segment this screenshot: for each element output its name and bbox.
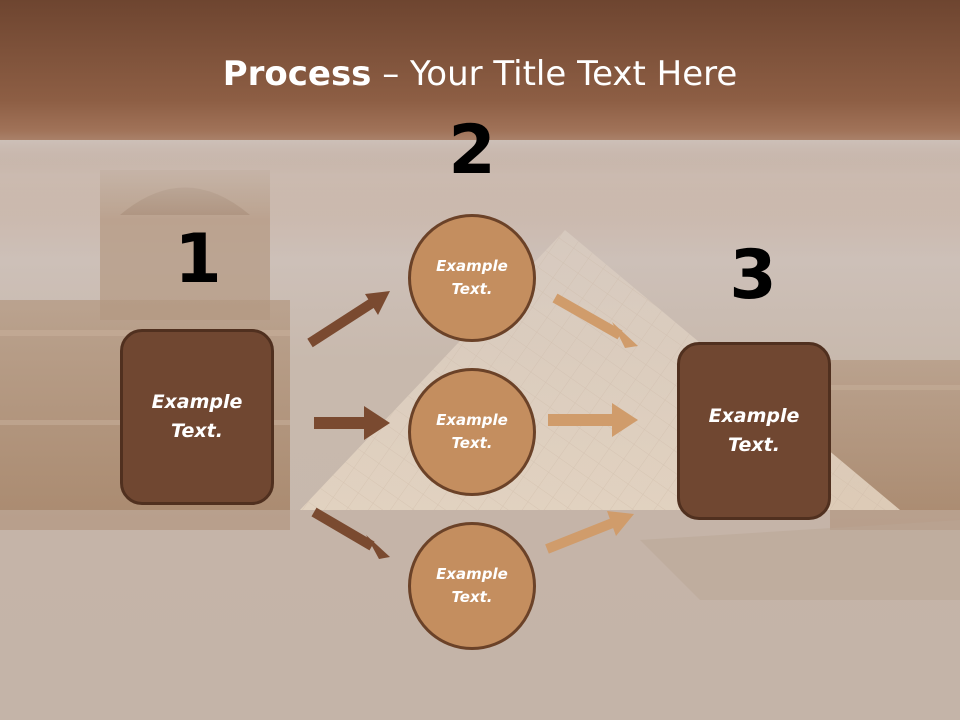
circle-bottom-line2: Text. [451,588,493,606]
left-box-line1: Example [151,391,243,413]
circle-bottom-line1: Example [436,565,508,583]
title-rest: – Your Title Text Here [371,54,738,94]
title-bold: Process [222,54,372,94]
slide-title: Process – Your Title Text Here [0,52,960,96]
right-box-line2: Text. [728,434,780,456]
right-box-line1: Example [708,405,800,427]
step-number-1: 1 [174,220,222,299]
circle-middle-line1: Example [436,411,508,429]
circle-middle-line2: Text. [451,434,493,452]
circle-top-line1: Example [436,257,508,275]
step-number-2: 2 [448,111,496,190]
step-number-3: 3 [729,236,777,315]
left-box-line2: Text. [171,420,223,442]
circle-top-line2: Text. [451,280,493,298]
